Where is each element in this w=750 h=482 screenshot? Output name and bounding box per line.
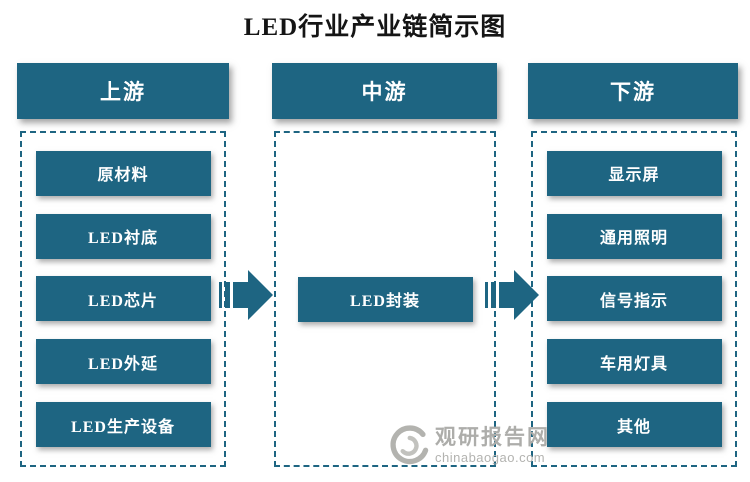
chain-item: 原材料 [35, 150, 211, 196]
column-header-midstream: 中游 [272, 63, 497, 119]
downstream-items-container: 显示屏通用照明信号指示车用灯具其他 [531, 131, 737, 467]
chain-item: LED芯片 [35, 276, 211, 322]
column-header-downstream-label: 下游 [610, 80, 656, 104]
midstream-items-container: LED封装 [274, 131, 496, 467]
chain-item: 显示屏 [546, 150, 722, 196]
chain-item: LED生产设备 [35, 402, 211, 448]
upstream-items-container: 原材料 LED衬底 LED芯片 LED外延 LED生产设备 [20, 131, 226, 467]
diagram-title: LED行业产业链简示图 [243, 14, 507, 41]
watermark-domain: chinabaogao.com [435, 449, 546, 465]
chain-item: LED外延 [35, 339, 211, 385]
watermark-swirl-logo-icon [386, 423, 430, 467]
watermark-name: 观研报告网 [435, 425, 550, 449]
column-header-downstream: 下游 [528, 63, 738, 119]
chain-item: 信号指示 [546, 276, 722, 322]
column-header-upstream-label: 上游 [100, 80, 146, 104]
watermark-text: 观研报告网 chinabaogao.com [435, 427, 550, 464]
column-header-upstream: 上游 [17, 63, 229, 119]
flow-arrow-midstream-to-downstream-icon [485, 270, 539, 320]
chain-item: 其他 [546, 402, 722, 448]
chain-item: 通用照明 [546, 213, 722, 259]
flow-arrow-upstream-to-midstream-icon [219, 270, 273, 320]
watermark: 观研报告网 chinabaogao.com [386, 419, 550, 471]
chain-item: LED封装 [297, 276, 473, 322]
chain-item: LED衬底 [35, 213, 211, 259]
chain-item: 车用灯具 [546, 339, 722, 385]
column-header-midstream-label: 中游 [361, 80, 408, 104]
